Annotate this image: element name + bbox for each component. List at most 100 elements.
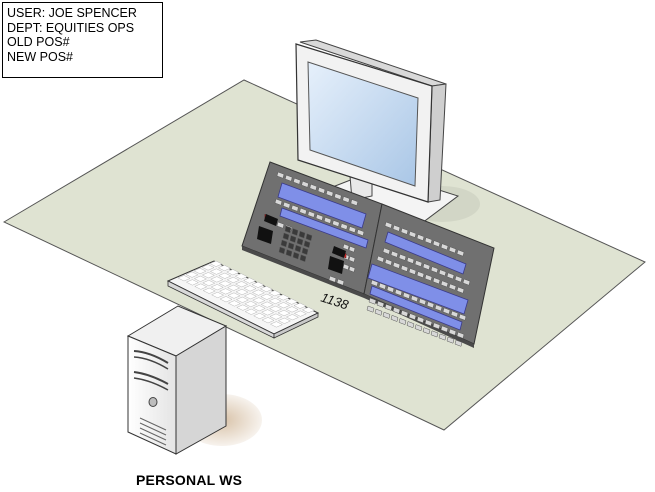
key — [348, 226, 357, 234]
key — [376, 255, 385, 263]
key — [440, 280, 449, 288]
keyboard-key — [261, 317, 275, 324]
key — [422, 263, 431, 271]
key — [328, 275, 337, 283]
monitor-screen — [307, 61, 419, 187]
key — [325, 189, 334, 197]
keyboard-key — [252, 305, 266, 312]
key — [392, 261, 401, 269]
turret-display — [279, 207, 369, 249]
key — [390, 250, 399, 258]
keyboard-key — [243, 293, 257, 300]
key — [284, 174, 293, 182]
key — [309, 183, 318, 191]
key — [348, 265, 356, 273]
key — [432, 322, 441, 330]
keyboard-key — [235, 288, 249, 296]
key — [400, 227, 409, 235]
keyboard-key — [285, 298, 299, 305]
keyboard-key — [219, 288, 233, 295]
key — [303, 240, 311, 248]
key — [291, 228, 299, 236]
keyboard-key — [210, 284, 224, 291]
keyboard-key — [243, 285, 257, 292]
turret-keypad — [278, 225, 313, 262]
keyboard-key — [219, 296, 233, 303]
key — [430, 266, 439, 274]
keyboard-key — [277, 309, 291, 317]
new-pos-label: NEW POS# — [7, 49, 73, 64]
key — [305, 233, 313, 241]
keyboard-key — [244, 300, 258, 308]
keyboard-key — [277, 302, 291, 309]
key — [456, 249, 465, 257]
keyboard-key — [268, 297, 282, 305]
key — [342, 196, 350, 203]
key — [336, 278, 345, 286]
keyboard-key — [235, 296, 249, 303]
key — [414, 260, 423, 267]
keyboard-key — [177, 275, 191, 282]
key — [458, 313, 467, 321]
keyboard-key — [185, 271, 199, 278]
keyboard-key — [209, 268, 223, 275]
turret-display — [277, 182, 367, 229]
key — [376, 300, 385, 308]
keyboard-key — [201, 272, 215, 279]
turret-display — [367, 263, 469, 315]
key — [315, 213, 324, 221]
keyboard-key — [261, 309, 275, 316]
key — [446, 336, 455, 344]
key — [454, 339, 463, 347]
key — [410, 295, 419, 303]
key — [406, 321, 415, 329]
key — [462, 278, 471, 286]
key — [402, 292, 411, 299]
key — [356, 229, 365, 237]
key — [384, 221, 393, 229]
key — [323, 216, 332, 224]
dept-label: DEPT: EQUITIES OPS — [7, 20, 135, 35]
key — [386, 285, 395, 293]
keyboard-key — [218, 280, 232, 287]
keyboard-key — [235, 281, 249, 288]
key — [418, 298, 427, 306]
turret-display — [384, 231, 467, 275]
key — [384, 258, 393, 266]
vent-line — [139, 422, 167, 436]
key — [348, 245, 356, 253]
key — [348, 255, 356, 263]
key — [285, 249, 293, 257]
black-key — [328, 256, 344, 274]
keyboard-key — [276, 294, 290, 301]
key — [332, 220, 340, 227]
drive-bay — [133, 356, 169, 370]
keyboard-key — [301, 306, 315, 314]
key — [430, 330, 439, 338]
key — [416, 271, 425, 279]
user-label: USER: JOE SPENCER — [7, 6, 137, 20]
black-key — [257, 226, 273, 244]
key — [289, 235, 297, 243]
key — [291, 204, 299, 212]
key — [440, 325, 449, 333]
keyboard-key — [251, 281, 265, 288]
key — [287, 242, 295, 250]
key — [342, 243, 350, 251]
keyboard-key — [243, 277, 257, 284]
key — [292, 251, 300, 260]
black-key — [264, 214, 278, 226]
keyboard-key — [260, 293, 274, 300]
keyboard-keys — [177, 260, 315, 328]
keyboard-key — [251, 289, 265, 296]
key — [424, 319, 433, 327]
drive-bay — [133, 350, 169, 364]
vent-line — [139, 417, 167, 431]
keyboard-key — [209, 260, 223, 267]
key — [278, 246, 286, 255]
keyboard-key — [277, 317, 291, 324]
key — [408, 313, 417, 321]
keyboard-key — [244, 308, 258, 315]
key — [301, 180, 309, 188]
key — [432, 277, 441, 285]
